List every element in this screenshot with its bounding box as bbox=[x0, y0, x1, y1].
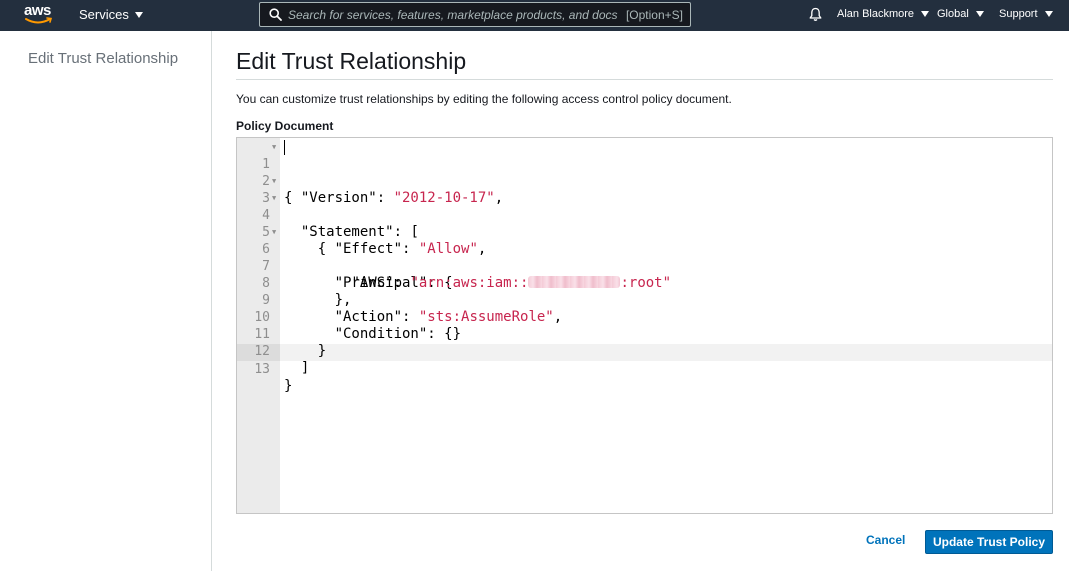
code-text: "AWS": "arn:aws:iam:::root" bbox=[351, 275, 672, 291]
search-shortcut-hint: [Option+S] bbox=[625, 8, 683, 22]
support-menu-button[interactable]: Support bbox=[999, 8, 1053, 20]
aws-smile-icon bbox=[25, 17, 53, 24]
region-label: Global bbox=[937, 8, 969, 20]
code-text: } bbox=[284, 378, 293, 394]
policy-document-label: Policy Document bbox=[236, 119, 334, 133]
text-cursor bbox=[284, 140, 285, 155]
fold-toggle-icon[interactable]: ▼ bbox=[272, 143, 277, 151]
sidebar-title: Edit Trust Relationship bbox=[28, 50, 179, 67]
editor-line: 6 ▼ "Principal": { bbox=[237, 224, 1052, 291]
editor-line: 2 "Version": "2012-10-17", bbox=[237, 156, 1052, 206]
line-number: 7 bbox=[262, 259, 270, 274]
line-number: 9 bbox=[262, 293, 270, 308]
code-text: ] bbox=[300, 360, 310, 376]
search-icon bbox=[269, 8, 282, 21]
editor-line: 11 } bbox=[237, 309, 1052, 359]
line-number: 10 bbox=[254, 310, 270, 325]
editor-line: 12 ] bbox=[237, 326, 1052, 376]
page-description: You can customize trust relationships by… bbox=[236, 92, 732, 106]
code-text: "Principal": { bbox=[334, 275, 453, 291]
search-box[interactable]: [Option+S] bbox=[259, 2, 691, 27]
bell-icon[interactable] bbox=[809, 7, 822, 22]
support-label: Support bbox=[999, 8, 1038, 20]
editor-gutter bbox=[237, 138, 280, 513]
services-label: Services bbox=[79, 7, 129, 22]
line-number: 6 bbox=[262, 242, 270, 257]
code-text: "Statement": [ bbox=[300, 224, 419, 240]
caret-down-icon bbox=[134, 11, 143, 18]
aws-logo-text: aws bbox=[24, 2, 51, 19]
code-text: "Version": "2012-10-17", bbox=[300, 190, 504, 206]
line-number: 12 bbox=[254, 344, 270, 359]
editor-line: 4 ▼ { bbox=[237, 190, 1052, 257]
line-number: 11 bbox=[254, 327, 270, 342]
editor-line: 8 }, bbox=[237, 258, 1052, 308]
active-line-gutter-highlight bbox=[237, 344, 280, 361]
search-input[interactable] bbox=[288, 6, 618, 23]
code-text: "Action": "sts:AssumeRole", bbox=[334, 309, 563, 325]
editor-line: 7 "AWS": "arn:aws:iam:::root" bbox=[237, 241, 1052, 291]
title-divider bbox=[236, 79, 1053, 80]
editor-line: 5 "Effect": "Allow", bbox=[237, 207, 1052, 257]
sidebar: Edit Trust Relationship bbox=[0, 31, 212, 571]
account-name: Alan Blackmore bbox=[837, 8, 915, 20]
editor-line: 9 "Action": "sts:AssumeRole", bbox=[237, 275, 1052, 325]
region-menu-button[interactable]: Global bbox=[937, 8, 984, 20]
fold-toggle-icon[interactable]: ▼ bbox=[272, 194, 277, 202]
editor-line: 13 } bbox=[237, 344, 1052, 394]
code-text: } bbox=[317, 343, 327, 359]
line-number: 4 bbox=[262, 208, 270, 223]
services-menu-button[interactable]: Services bbox=[79, 7, 143, 22]
caret-down-icon bbox=[921, 11, 930, 17]
editor-line: 3 ▼ "Statement": [ bbox=[237, 173, 1052, 240]
line-number: 1 bbox=[262, 157, 270, 172]
cancel-button[interactable]: Cancel bbox=[866, 533, 906, 547]
line-number: 13 bbox=[254, 362, 270, 377]
line-number: 3 bbox=[262, 191, 270, 206]
policy-code-editor[interactable]: 1 ▼ { 2 "Version": "2012-10-17", 3 ▼ "St… bbox=[236, 137, 1053, 514]
code-text: "Effect": "Allow", bbox=[334, 241, 487, 257]
editor-line: 10 "Condition": {} bbox=[237, 292, 1052, 342]
fold-toggle-icon[interactable]: ▼ bbox=[272, 177, 277, 185]
aws-logo[interactable]: aws bbox=[24, 3, 54, 27]
code-text: { bbox=[284, 190, 293, 206]
update-trust-policy-button[interactable]: Update Trust Policy bbox=[925, 530, 1053, 554]
fold-toggle-icon[interactable]: ▼ bbox=[272, 228, 277, 236]
top-navigation-bar: aws Services [Option+S] Alan Blackmore G… bbox=[0, 0, 1069, 31]
caret-down-icon bbox=[1044, 11, 1053, 17]
caret-down-icon bbox=[975, 11, 984, 17]
line-number: 2 bbox=[262, 174, 270, 189]
editor-line: 1 ▼ { bbox=[237, 139, 1052, 206]
active-line-highlight bbox=[280, 344, 1052, 361]
line-number: 5 bbox=[262, 225, 270, 240]
line-number: 8 bbox=[262, 276, 270, 291]
code-text: }, bbox=[334, 292, 352, 308]
account-menu-button[interactable]: Alan Blackmore bbox=[837, 8, 930, 20]
redacted-account-id bbox=[528, 276, 621, 288]
page-title: Edit Trust Relationship bbox=[236, 48, 467, 74]
code-text: { bbox=[317, 241, 327, 257]
code-text: "Condition": {} bbox=[334, 326, 462, 342]
